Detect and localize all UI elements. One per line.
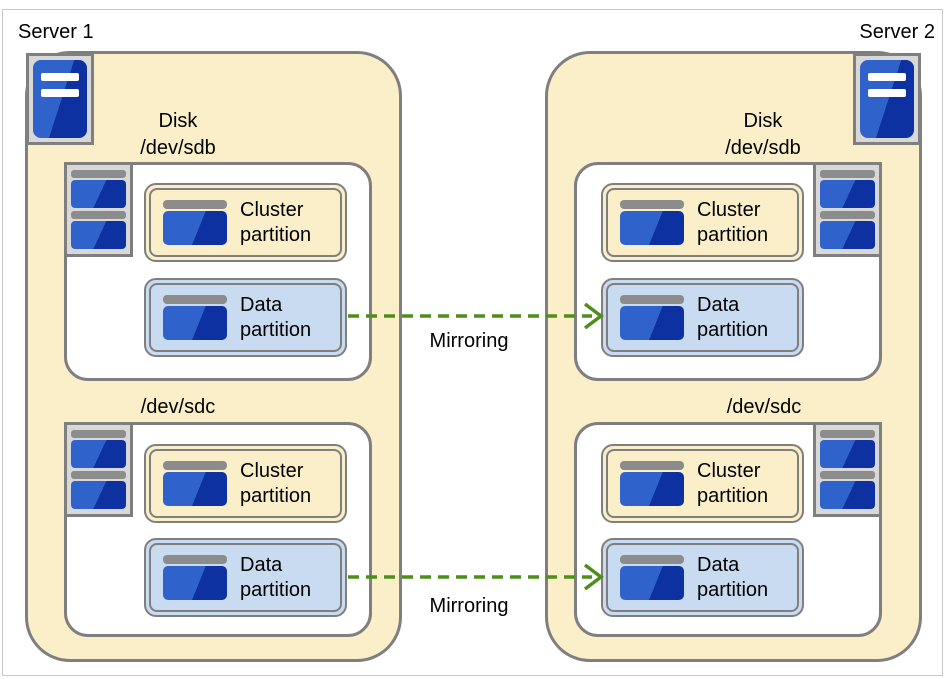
disk-cap: [71, 211, 126, 219]
server2-sdc-disk-icon: [813, 422, 882, 517]
disk-unit: [71, 471, 126, 509]
disk-cap: [71, 430, 126, 438]
disk-cap: [820, 430, 875, 438]
partition-label: Cluster partition: [240, 459, 312, 507]
partition-inner: Data partition: [606, 283, 799, 352]
disk-platter: [620, 566, 684, 600]
disk-unit: [820, 170, 875, 208]
server1-sdb-title: Disk /dev/sdb: [93, 108, 263, 162]
disk-platter: [820, 180, 875, 208]
disk-cap: [820, 471, 875, 479]
disk-title-line: Disk: [158, 110, 198, 132]
server-1-tower-icon: [26, 53, 94, 145]
disk-platter: [71, 440, 126, 468]
server2-sdb-cluster-partition: Cluster partition: [601, 183, 804, 262]
partition-inner: Cluster partition: [606, 449, 799, 518]
disk-title-line: /dev/sdb: [725, 137, 801, 159]
disk-title-line: Disk: [743, 110, 783, 132]
disk-cap: [163, 295, 227, 304]
disk-platter: [163, 566, 227, 600]
partition-label: Data partition: [697, 553, 769, 601]
disk-platter: [163, 472, 227, 506]
server1-sdc-data-partition: Data partition: [144, 538, 347, 617]
partition-disk-icon: [620, 461, 684, 506]
disk-unit: [820, 430, 875, 468]
server-slot-bar: [868, 89, 906, 97]
disk-unit: [820, 471, 875, 509]
disk-cap: [163, 461, 227, 470]
partition-disk-icon: [620, 295, 684, 340]
server-tower-body: [33, 60, 87, 138]
server2-sdb-disk-icon: [813, 162, 882, 257]
partition-inner: Data partition: [606, 543, 799, 612]
partition-label: Data partition: [240, 553, 312, 601]
server1-sdb-cluster-partition: Cluster partition: [144, 183, 347, 262]
disk-platter: [163, 211, 227, 245]
disk-platter: [620, 211, 684, 245]
disk-platter: [620, 472, 684, 506]
disk-platter: [820, 440, 875, 468]
partition-label: Data partition: [240, 293, 312, 341]
partition-disk-icon: [163, 200, 227, 245]
disk-platter: [71, 481, 126, 509]
server-slot-bar: [41, 73, 79, 81]
disk-cap: [71, 471, 126, 479]
disk-cap: [163, 555, 227, 564]
server-slot-bar: [41, 89, 79, 97]
partition-inner: Cluster partition: [149, 449, 342, 518]
server1-sdc-disk-icon: [64, 422, 133, 517]
disk-platter: [820, 481, 875, 509]
partition-label: Cluster partition: [697, 198, 769, 246]
disk-cap: [620, 200, 684, 209]
server-2-label: Server 2: [859, 21, 935, 43]
disk-cap: [71, 170, 126, 178]
partition-inner: Data partition: [149, 543, 342, 612]
disk-title-line: /dev/sdc: [140, 396, 216, 418]
server1-sdc-cluster-partition: Cluster partition: [144, 444, 347, 523]
server-slot-bar: [868, 73, 906, 81]
disk-unit: [820, 211, 875, 249]
partition-disk-icon: [620, 200, 684, 245]
disk-cap: [620, 461, 684, 470]
disk-cap: [163, 200, 227, 209]
disk-cap: [820, 211, 875, 219]
partition-disk-icon: [620, 555, 684, 600]
disk-platter: [820, 221, 875, 249]
mirroring-label-sdc: Mirroring: [429, 595, 509, 617]
disk-title-line: /dev/sdc: [726, 396, 802, 418]
partition-label: Cluster partition: [240, 198, 312, 246]
disk-unit: [71, 211, 126, 249]
server1-sdb-disk-icon: [64, 162, 133, 257]
server-tower-body: [860, 60, 914, 138]
disk-platter: [620, 306, 684, 340]
disk-platter: [71, 180, 126, 208]
partition-disk-icon: [163, 295, 227, 340]
server-1-label: Server 1: [18, 21, 94, 43]
disk-unit: [71, 170, 126, 208]
disk-unit: [71, 430, 126, 468]
server2-sdb-data-partition: Data partition: [601, 278, 804, 357]
partition-inner: Cluster partition: [149, 188, 342, 257]
server2-sdb-title: Disk /dev/sdb: [678, 108, 848, 162]
disk-cap: [820, 170, 875, 178]
server2-sdc-cluster-partition: Cluster partition: [601, 444, 804, 523]
partition-disk-icon: [163, 461, 227, 506]
server1-sdc-title: /dev/sdc: [93, 394, 263, 421]
mirroring-label-sdb: Mirroring: [429, 330, 509, 352]
disk-platter: [163, 306, 227, 340]
disk-cap: [620, 555, 684, 564]
disk-cap: [620, 295, 684, 304]
partition-label: Data partition: [697, 293, 769, 341]
disk-title-line: /dev/sdb: [140, 137, 216, 159]
server-2-tower-icon: [853, 53, 921, 145]
partition-inner: Data partition: [149, 283, 342, 352]
partition-inner: Cluster partition: [606, 188, 799, 257]
server2-sdc-data-partition: Data partition: [601, 538, 804, 617]
partition-disk-icon: [163, 555, 227, 600]
server2-sdc-title: /dev/sdc: [679, 394, 849, 421]
partition-label: Cluster partition: [697, 459, 769, 507]
disk-platter: [71, 221, 126, 249]
server1-sdb-data-partition: Data partition: [144, 278, 347, 357]
